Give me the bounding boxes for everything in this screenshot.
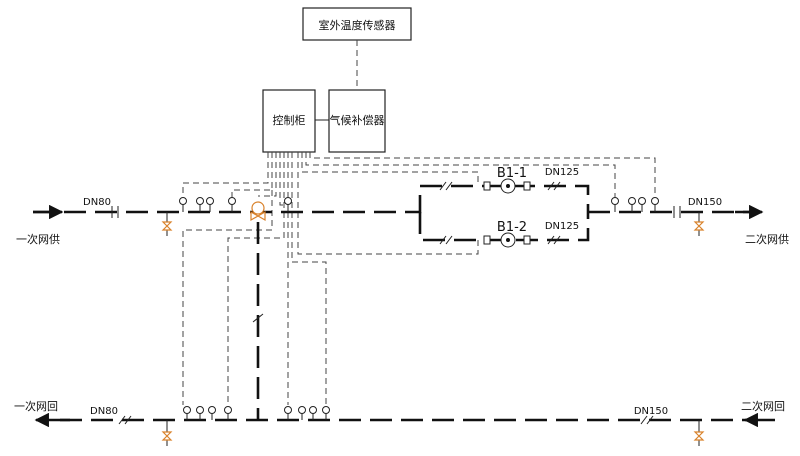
control-valve-icon — [250, 201, 266, 222]
valve-icon — [111, 206, 119, 218]
cabinet-label: 控制柜 — [273, 113, 306, 127]
pressure-gauge-icon — [284, 197, 292, 212]
primary-return-dn: DN80 — [90, 406, 118, 417]
sensor-label: 室外温度传感器 — [319, 18, 396, 32]
drain-valve-icon — [693, 420, 705, 446]
control-signal-lines — [182, 152, 656, 405]
pump-2-dn: DN125 — [545, 221, 579, 232]
secondary-return-label: 二次网回 — [741, 399, 785, 413]
filter-icon — [483, 235, 531, 245]
thermometer-icon — [628, 197, 646, 212]
secondary-supply-dn: DN150 — [688, 197, 722, 208]
drain-valve-icon — [693, 212, 705, 236]
pressure-gauge-icon — [179, 197, 187, 212]
pressure-gauge-icon — [651, 197, 659, 212]
check-valve-icon — [252, 313, 264, 323]
pump-1-dn: DN125 — [545, 167, 579, 178]
pressure-gauge-icon — [611, 197, 619, 212]
valve-icon — [439, 181, 561, 191]
secondary-supply-label: 二次网供 — [745, 232, 789, 246]
primary-supply-label: 一次网供 — [16, 232, 60, 246]
filter-icon — [483, 181, 531, 191]
valve-icon — [673, 206, 681, 218]
drain-valve-icon — [161, 212, 173, 236]
pressure-gauge-icon — [183, 406, 191, 420]
pump-loop — [415, 184, 755, 242]
pressure-gauge-icon — [322, 406, 330, 420]
pressure-gauge-icon — [228, 197, 236, 212]
thermometer-icon — [196, 197, 214, 212]
outdoor-temp-sensor-box: 室外温度传感器 — [302, 7, 412, 41]
pump-2-label: B1-2 — [497, 220, 527, 235]
compensator-label: 气候补偿器 — [330, 113, 385, 127]
pressure-gauge-icon — [284, 406, 292, 420]
pump-icon — [500, 232, 516, 248]
control-cabinet-box: 控制柜 — [262, 89, 316, 153]
drain-valve-icon — [161, 420, 173, 446]
primary-return-label: 一次网回 — [14, 399, 58, 413]
valve-icon — [118, 415, 654, 425]
valve-icon — [439, 235, 561, 245]
pump-icon — [500, 178, 516, 194]
thermometer-icon — [196, 406, 216, 420]
pump-1-label: B1-1 — [497, 166, 527, 181]
primary-supply-dn: DN80 — [83, 197, 111, 208]
secondary-return-dn: DN150 — [634, 406, 668, 417]
thermometer-icon — [298, 406, 317, 420]
pressure-gauge-icon — [224, 406, 232, 420]
climate-compensator-box: 气候补偿器 — [328, 89, 386, 153]
